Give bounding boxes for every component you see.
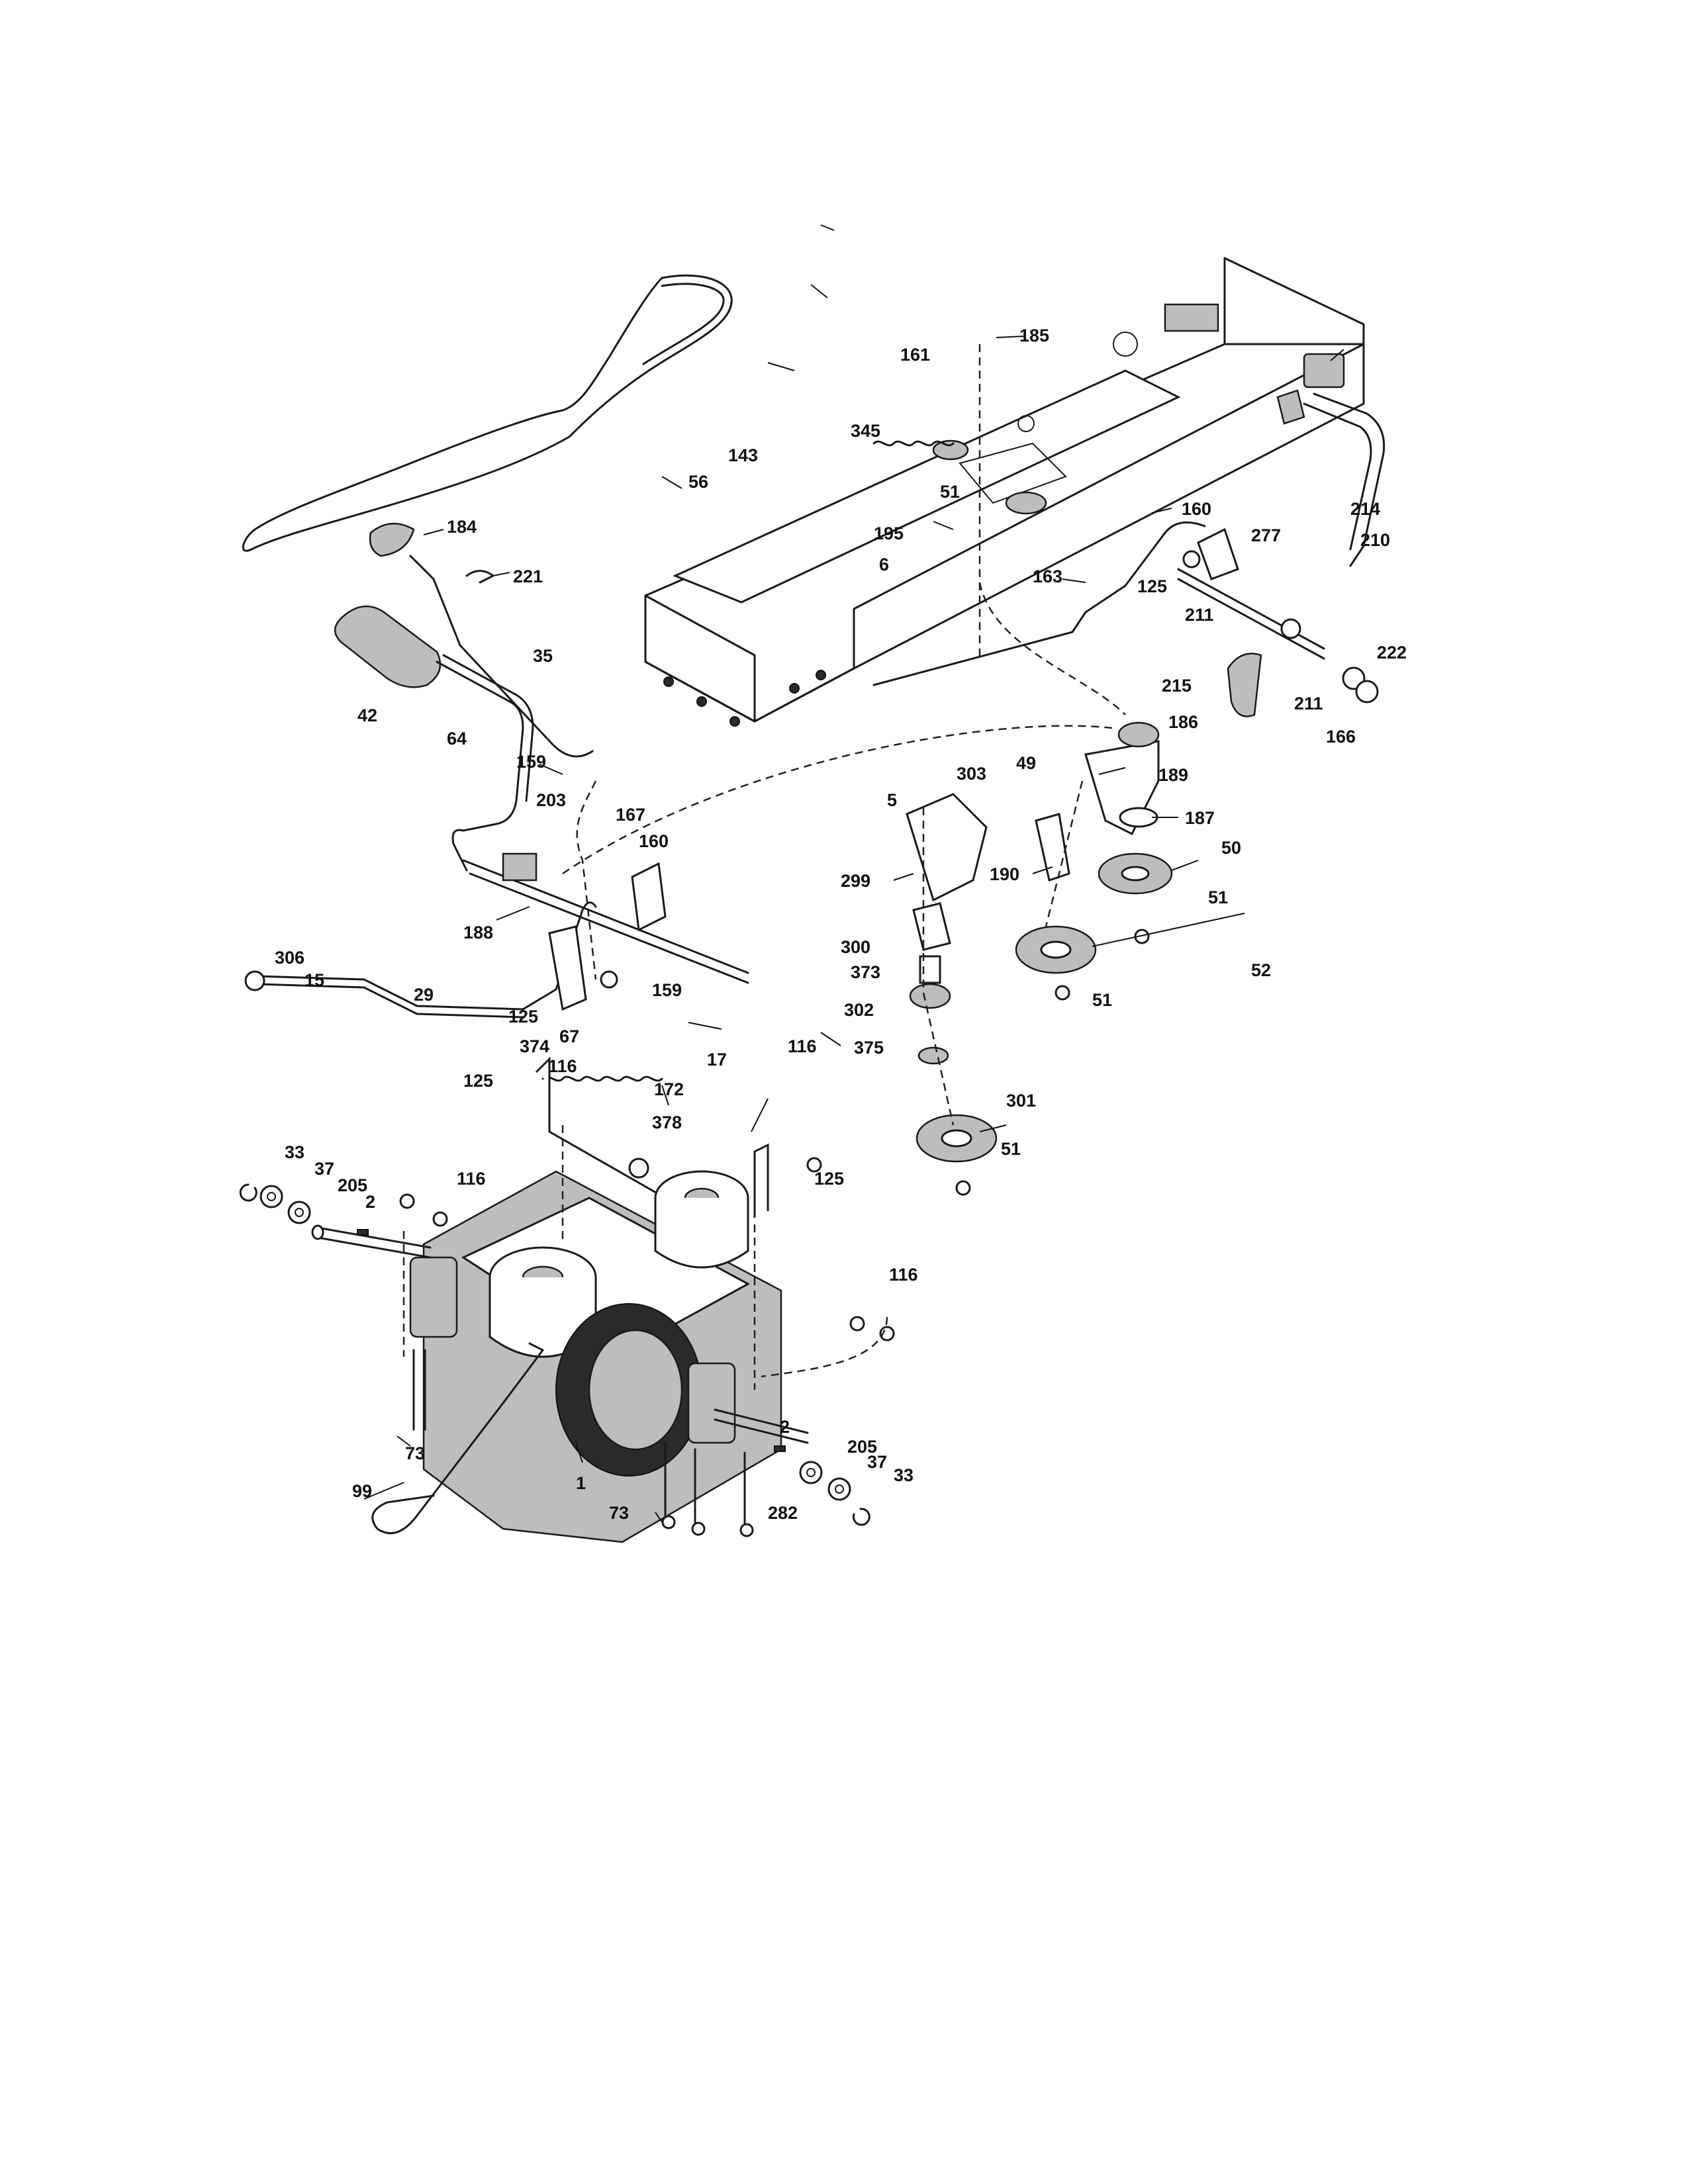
label-166: 166 <box>1326 727 1356 747</box>
label-203: 203 <box>536 790 566 810</box>
fasteners <box>239 1183 895 1537</box>
label-73-bottom: 73 <box>609 1503 629 1523</box>
label-221: 221 <box>513 567 543 586</box>
label-99: 99 <box>352 1481 372 1501</box>
label-195: 195 <box>874 523 904 543</box>
label-300: 300 <box>841 937 870 957</box>
label-49: 49 <box>1016 753 1036 773</box>
label-56: 56 <box>688 472 708 492</box>
label-37-left: 37 <box>314 1159 334 1179</box>
label-116-right: 116 <box>889 1265 918 1285</box>
label-64: 64 <box>447 729 467 749</box>
label-172: 172 <box>654 1079 684 1099</box>
label-125-left: 125 <box>463 1071 493 1091</box>
label-190: 190 <box>990 864 1019 884</box>
leader-lines <box>363 224 1344 1523</box>
label-301: 301 <box>1006 1091 1036 1111</box>
label-125-bracket: 125 <box>814 1169 844 1189</box>
label-211-lower: 211 <box>1294 694 1323 713</box>
label-2-left: 2 <box>365 1192 375 1212</box>
label-51-frame: 51 <box>940 482 960 502</box>
label-210: 210 <box>1360 530 1390 550</box>
brake-pedal-assembly <box>244 440 955 1082</box>
label-159-upper: 159 <box>516 752 546 772</box>
label-375: 375 <box>854 1038 884 1058</box>
label-188: 188 <box>463 923 493 942</box>
label-187: 187 <box>1185 808 1215 828</box>
label-29: 29 <box>414 985 434 1005</box>
label-35: 35 <box>533 646 553 666</box>
assembly-lines <box>402 344 1126 1390</box>
label-5: 5 <box>887 790 897 810</box>
label-6: 6 <box>879 555 889 574</box>
label-160-left: 160 <box>639 831 669 851</box>
label-159-lower: 159 <box>652 980 682 1000</box>
frame-chassis <box>644 257 1365 727</box>
label-205-right: 205 <box>847 1437 877 1457</box>
label-306: 306 <box>275 948 305 968</box>
transaxle <box>311 1170 809 1543</box>
label-167: 167 <box>616 805 645 825</box>
label-125-center: 125 <box>508 1007 538 1026</box>
label-211-upper: 211 <box>1185 605 1214 625</box>
label-51-bottom: 51 <box>1001 1139 1021 1159</box>
label-33-left: 33 <box>285 1142 305 1162</box>
label-215: 215 <box>1162 676 1192 696</box>
label-214: 214 <box>1350 499 1380 519</box>
idler-pulleys <box>906 721 1173 1196</box>
label-42: 42 <box>357 705 377 725</box>
label-345: 345 <box>851 421 880 441</box>
label-277: 277 <box>1251 525 1281 545</box>
label-186: 186 <box>1168 712 1198 732</box>
label-50: 50 <box>1221 838 1241 858</box>
label-222: 222 <box>1377 643 1407 662</box>
frame-bolt-holes <box>663 670 826 727</box>
label-116-left: 116 <box>457 1169 486 1189</box>
label-163: 163 <box>1033 567 1062 586</box>
label-184: 184 <box>447 517 477 537</box>
label-302: 302 <box>844 1000 874 1020</box>
rod-99 <box>371 1342 544 1535</box>
label-15: 15 <box>305 970 324 990</box>
label-17: 17 <box>707 1050 727 1069</box>
drive-belt <box>242 274 733 552</box>
label-52: 52 <box>1251 960 1271 980</box>
label-185: 185 <box>1019 326 1049 345</box>
label-1: 1 <box>576 1473 586 1493</box>
label-374: 374 <box>520 1036 549 1056</box>
label-299: 299 <box>841 871 870 891</box>
label-51-idler-lower: 51 <box>1092 990 1112 1010</box>
parking-linkage <box>872 353 1385 717</box>
label-116-center-right: 116 <box>788 1036 817 1056</box>
label-37-right: 37 <box>867 1452 887 1472</box>
label-2-right: 2 <box>780 1417 790 1437</box>
label-161: 161 <box>900 345 930 365</box>
label-282: 282 <box>768 1503 798 1523</box>
label-73-left: 73 <box>405 1443 425 1463</box>
label-125-right: 125 <box>1137 576 1167 596</box>
label-51-idler: 51 <box>1208 887 1228 907</box>
label-116-center-left: 116 <box>548 1056 577 1076</box>
label-373: 373 <box>851 962 880 982</box>
label-189: 189 <box>1158 765 1188 785</box>
label-33-right: 33 <box>894 1465 914 1485</box>
label-67: 67 <box>559 1026 579 1046</box>
label-160-right: 160 <box>1182 499 1211 519</box>
label-143: 143 <box>728 445 758 465</box>
label-378: 378 <box>652 1113 682 1132</box>
label-205-left: 205 <box>338 1175 367 1195</box>
label-303: 303 <box>957 764 986 784</box>
part-labels: 185 161 345 143 56 51 195 6 184 221 160 … <box>275 326 1407 1523</box>
